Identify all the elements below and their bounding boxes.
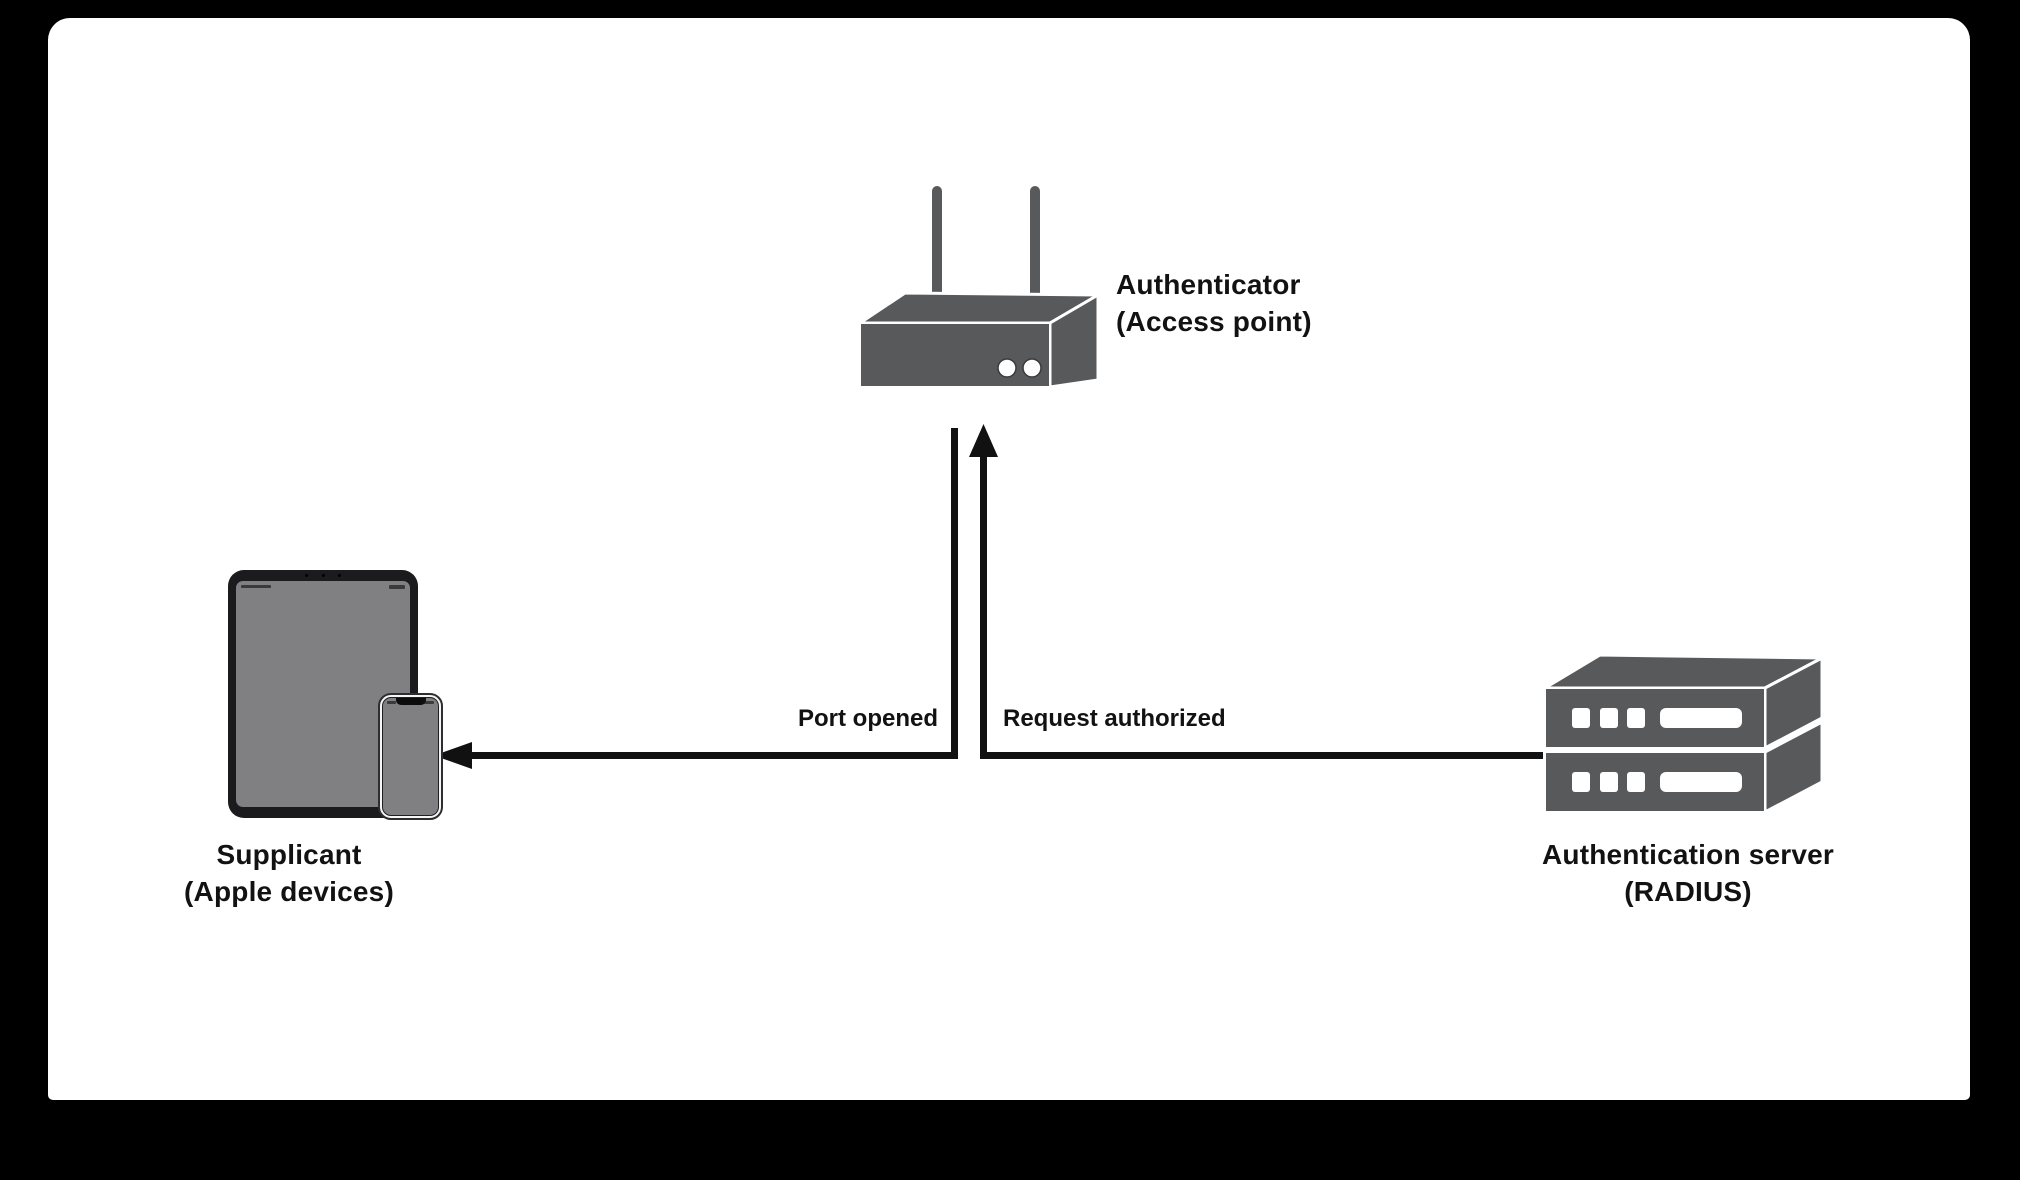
request-authorized-label: Request authorized [1003, 705, 1226, 732]
ap-led-left-icon [997, 358, 1017, 378]
antenna-left-icon [932, 186, 942, 306]
server-unit2-slot [1660, 772, 1742, 792]
ap-box-front-face [859, 322, 1051, 388]
arrowhead-up-icon [969, 424, 998, 457]
authenticator-label-line1: Authenticator [1116, 269, 1301, 300]
server-unit2-button-1 [1572, 772, 1590, 792]
supplicant-label-line2: (Apple devices) [184, 876, 394, 907]
iphone-screen [382, 697, 439, 816]
server-unit2-button-3 [1627, 772, 1645, 792]
ipad-statusbar-left [241, 585, 271, 588]
server-unit1-button-2 [1600, 708, 1618, 728]
authenticator-label: Authenticator (Access point) [1116, 266, 1312, 340]
antenna-right-icon [1030, 186, 1040, 306]
server-unit2-button-2 [1600, 772, 1618, 792]
server-unit1-button-3 [1627, 708, 1645, 728]
iphone-statusbar-left [387, 701, 396, 704]
iphone-statusbar-battery-icon [423, 701, 434, 704]
server-unit1-button-1 [1572, 708, 1590, 728]
access-point-icon [855, 186, 1103, 389]
port-opened-label: Port opened [797, 705, 938, 732]
authentication-server-label-line1: Authentication server [1541, 839, 1835, 870]
server-unit1-slot [1660, 708, 1742, 728]
authentication-server-label: Authentication server (RADIUS) [1488, 836, 1888, 910]
iphone-notch-icon [395, 698, 426, 705]
ipad-camera-icon [305, 574, 341, 578]
authenticator-label-line2: (Access point) [1116, 306, 1312, 337]
supplicant-label-line1: Supplicant [216, 839, 362, 870]
ipad-statusbar-battery-icon [389, 585, 405, 589]
rack-server-icon [1539, 653, 1824, 815]
authentication-server-label-line2: (RADIUS) [1624, 876, 1752, 907]
ap-led-right-icon [1022, 358, 1042, 378]
iphone-icon [378, 693, 443, 820]
supplicant-label: Supplicant (Apple devices) [89, 836, 489, 910]
slide-canvas: Authenticator (Access point) Supplicant … [48, 18, 1970, 1100]
